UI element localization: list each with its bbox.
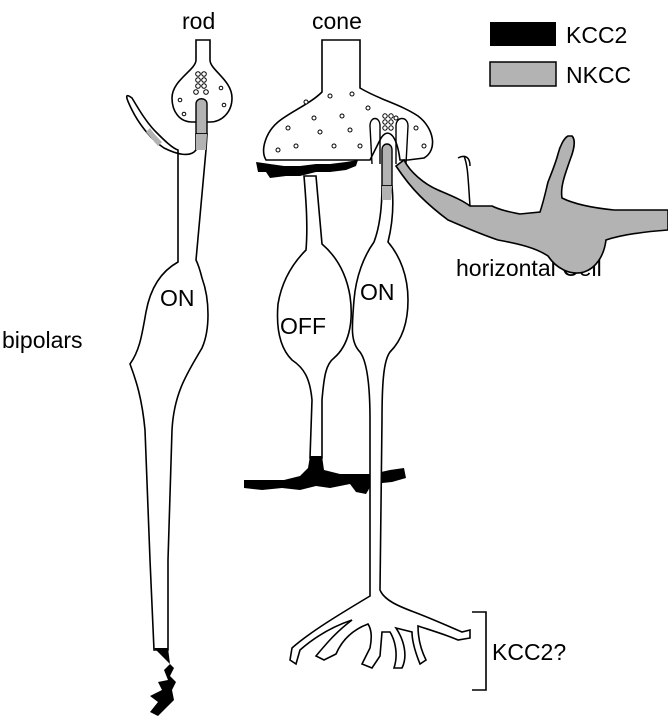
rod-ribbon-vesicles — [193, 71, 209, 95]
cone-pedicle — [262, 39, 434, 187]
rod-bipolar-nkcc-branch — [146, 128, 162, 146]
legend-kcc2-swatch — [490, 22, 556, 46]
legend-kcc2-label: KCC2 — [566, 22, 627, 48]
off-bipolar-kcc2-terminal — [244, 456, 406, 494]
cone-off-bipolar: OFF — [244, 160, 406, 494]
cone-bipolar-on-label: ON — [360, 279, 395, 305]
cone-on-bipolar-dendrite-nkcc — [381, 143, 393, 187]
bipolars-label: bipolars — [2, 327, 83, 353]
cone-label: cone — [312, 8, 362, 34]
rod-bipolar-dendrite-tip-nkcc — [195, 98, 208, 135]
cone-bipolar-off-label: OFF — [280, 313, 326, 339]
kcc2-question-label: KCC2? — [492, 639, 566, 665]
cone-ribbon-vesicles — [382, 113, 394, 131]
cone-on-bipolar: ON — [289, 185, 471, 669]
legend: KCC2 NKCC — [489, 22, 631, 88]
horizontal-cell-nkcc-body — [394, 135, 668, 274]
rod-bipolar-nkcc-dendrite — [196, 134, 207, 150]
cone-vesicles — [275, 91, 427, 153]
rod-on-bipolar: ON — [125, 94, 209, 716]
legend-nkcc-swatch — [489, 61, 557, 87]
horizontal-cell — [394, 135, 668, 274]
off-bipolar-kcc2-dendrites — [256, 160, 358, 178]
rod-bipolar-kcc2-terminal — [150, 648, 176, 716]
legend-nkcc-label: NKCC — [566, 62, 631, 88]
rod-bipolar-on-label: ON — [160, 285, 195, 311]
cone-on-bipolar-nkcc-dendrite — [382, 186, 392, 200]
rod-spherule — [171, 39, 233, 135]
kcc2-question-bracket: KCC2? — [472, 611, 566, 691]
rod-label: rod — [182, 8, 215, 34]
